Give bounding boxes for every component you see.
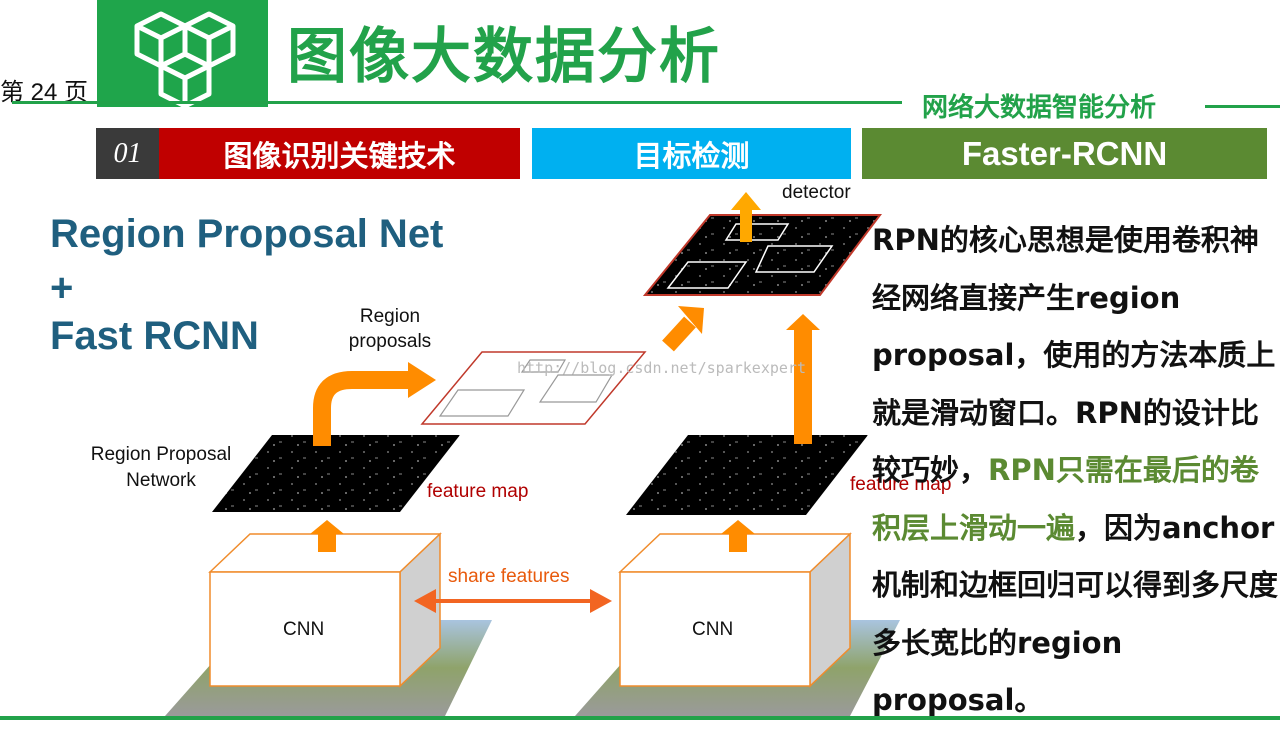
section-subtitle: 网络大数据智能分析 [922,93,1157,123]
region-proposals-plane [420,351,647,425]
header-divider [12,101,902,104]
arrow-diagonal [662,306,704,352]
curved-arrow [313,371,410,446]
header-divider-right [1205,105,1280,108]
label-region-proposals-1: Region [359,306,421,327]
description-highlight: RPN只需在最后的卷积层上滑动一遍 [872,453,1259,545]
label-rpn-1: Region Proposal [90,444,232,465]
section-number: 01 [96,128,159,179]
label-region-proposals-2: proposals [348,331,432,352]
heading-rpn: Region Proposal Net [50,212,444,256]
cnn-box-right [618,532,852,688]
feature-map-right [626,435,868,515]
arrow-up-left [310,520,344,552]
arrow-up-tall [786,314,820,444]
breadcrumb-item-faster-rcnn: Faster-RCNN [862,128,1267,179]
label-cnn: CNN [283,619,325,640]
cube-logo [97,0,268,109]
label-share-features: share features [448,566,570,587]
detector-map [642,214,882,296]
feature-map-left [212,435,460,512]
description-part1: RPN的核心思想是使用卷积神经网络直接产生region proposal，使用的… [872,223,1276,487]
breadcrumb-item-detection: 目标检测 [532,128,851,179]
label-detector: detector [782,182,851,203]
cnn-box [208,532,442,688]
label-feature-map-right: feature map [850,474,952,495]
arrow-detector [731,192,761,242]
label-cnn-right: CNN [692,619,734,640]
description-text: RPN的核心思想是使用卷积神经网络直接产生region proposal，使用的… [872,212,1280,730]
share-features-arrow [414,589,612,613]
label-rpn-2: Network [126,470,196,491]
heading-plus: + [50,266,74,310]
heading-fast-rcnn: Fast RCNN [50,314,259,358]
cubes-icon [134,11,236,109]
page-title: 图像大数据分析 [287,22,721,92]
arrow-up-right [721,520,755,552]
breadcrumb-item-recognition: 图像识别关键技术 [159,128,520,179]
footer-divider [0,716,1280,720]
watermark: http://blog.csdn.net/sparkexpert [517,359,806,377]
label-feature-map: feature map [427,481,529,502]
description-part2: ，因为anchor机制和边框回归可以得到多尺度多长宽比的region propo… [872,510,1279,718]
